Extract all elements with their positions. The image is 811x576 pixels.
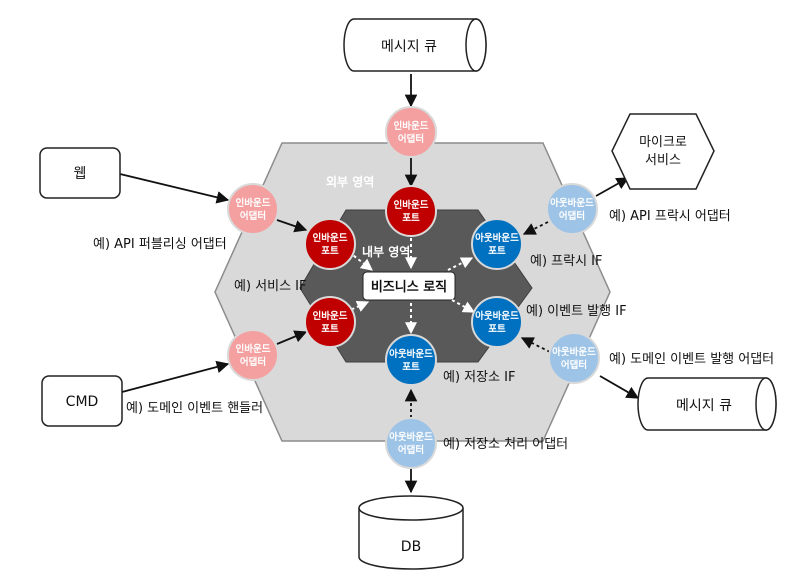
inbound-adapter-top-line2: 어댑터 — [398, 133, 424, 145]
outbound-port-event-line2: 포트 — [488, 324, 506, 335]
arrow-web-to-adapter — [119, 173, 230, 204]
microservice-label-line1: 마이크로 — [639, 135, 687, 150]
microservice-label-line2: 서비스 — [645, 153, 681, 168]
label-service-if: 예) 서비스 IF — [234, 279, 307, 294]
web-label: 웹 — [74, 166, 87, 182]
label-api-publishing-adapter: 예) API 퍼블리싱 어댑터 — [93, 237, 227, 252]
microservice-hexagon — [611, 113, 715, 190]
inbound-port-left-top-line2: 포트 — [321, 246, 339, 257]
arrow-core-to-event-port — [451, 299, 476, 313]
inbound-adapter-left-bottom-line2: 어댑터 — [240, 356, 266, 368]
label-event-publish-if: 예) 이벤트 발행 IF — [526, 303, 627, 319]
arrow-adapter-to-port-left-bottom — [276, 330, 308, 345]
outbound-port-proxy-line2: 포트 — [488, 246, 506, 257]
inbound-port-left-top-line1: 인바운드 — [313, 232, 348, 244]
inbound-adapter-left-bottom-line1: 인바운드 — [236, 343, 271, 355]
inbound-port-top: 인바운드 포트 — [385, 185, 437, 237]
label-repository-if: 예) 저장소 IF — [443, 370, 516, 385]
inbound-adapter-left-bottom: 인바운드 어댑터 — [227, 329, 279, 381]
outbound-adapter-repository: 아웃바운드 어댑터 — [385, 417, 437, 469]
inbound-adapter-left-top-line2: 어댑터 — [240, 210, 266, 222]
arrow-cmd-to-adapter — [121, 360, 230, 393]
outbound-adapter-repository-line1: 아웃바운드 — [389, 431, 433, 443]
arrow-event-adapter-to-port — [520, 337, 551, 353]
inbound-adapter-top-line1: 인바운드 — [394, 120, 429, 132]
outbound-port-proxy-line1: 아웃바운드 — [475, 232, 519, 244]
outbound-port-event-line1: 아웃바운드 — [475, 310, 519, 322]
outbound-port-proxy: 아웃바운드 포트 — [471, 218, 523, 270]
inbound-port-top-line1: 인바운드 — [394, 199, 429, 211]
arrow-adapter-to-microservice — [595, 177, 630, 197]
inbound-adapter-left-top: 인바운드 어댑터 — [227, 183, 279, 235]
db-label: DB — [401, 539, 421, 555]
outbound-port-repository: 아웃바운드 포트 — [385, 334, 437, 386]
inbound-adapter-left-top-line1: 인바운드 — [236, 197, 271, 209]
arrow-adapter-to-port-left-top — [276, 219, 308, 233]
outbound-adapter-event-line1: 아웃바운드 — [552, 346, 596, 358]
arrow-proxy-adapter-to-port — [522, 221, 549, 235]
label-proxy-if: 예) 프락시 IF — [530, 254, 603, 269]
inbound-port-left-bottom-line2: 포트 — [321, 324, 339, 335]
cmd-label: CMD — [66, 394, 99, 410]
arrow-core-to-proxy-port — [447, 257, 474, 271]
message-queue-top-label: 메시지 큐 — [381, 39, 437, 55]
outbound-adapter-proxy: 아웃바운드 어댑터 — [546, 183, 598, 235]
arrow-port-left-bottom-to-core — [345, 301, 370, 313]
arrow-adapter-to-mq-right — [599, 375, 640, 399]
outbound-adapter-event-line2: 어댑터 — [561, 359, 587, 371]
outer-region-label: 외부 영역 — [326, 174, 374, 189]
label-repository-adapter: 예) 저장소 처리 어댑터 — [443, 437, 568, 452]
message-queue-right-label: 메시지 큐 — [676, 398, 732, 414]
inner-region-label: 내부 영역 — [362, 244, 410, 259]
outbound-adapter-proxy-line2: 어댑터 — [559, 210, 585, 222]
message-queue-top: 메시지 큐 — [343, 18, 487, 72]
web-box — [39, 147, 121, 199]
label-domain-event-publish-adapter: 예) 도메인 이벤트 발행 어댑터 — [609, 351, 774, 367]
inbound-port-left-bottom-line1: 인바운드 — [313, 310, 348, 322]
outbound-adapter-event: 아웃바운드 어댑터 — [548, 332, 600, 384]
db-cylinder: DB — [358, 495, 464, 570]
label-api-proxy-adapter: 예) API 프락시 어댑터 — [609, 209, 731, 224]
business-logic-label: 비즈니스 로직 — [371, 279, 447, 295]
outbound-port-event: 아웃바운드 포트 — [471, 296, 523, 348]
outbound-adapter-repository-line2: 어댑터 — [398, 444, 424, 456]
arrow-port-left-top-to-core — [348, 251, 373, 271]
inbound-adapter-top: 인바운드 어댑터 — [385, 106, 437, 158]
outbound-port-repository-line2: 포트 — [402, 362, 420, 373]
business-logic-box — [362, 271, 456, 301]
inbound-port-left-bottom: 인바운드 포트 — [304, 296, 356, 348]
outbound-port-repository-line1: 아웃바운드 — [389, 348, 433, 360]
inbound-port-left-top: 인바운드 포트 — [304, 218, 356, 270]
label-domain-event-handler: 예) 도메인 이벤트 핸들러 — [126, 400, 263, 416]
message-queue-right: 메시지 큐 — [637, 377, 777, 431]
cmd-box — [41, 375, 123, 427]
inbound-port-top-line2: 포트 — [402, 213, 420, 224]
outbound-adapter-proxy-line1: 아웃바운드 — [550, 197, 594, 209]
